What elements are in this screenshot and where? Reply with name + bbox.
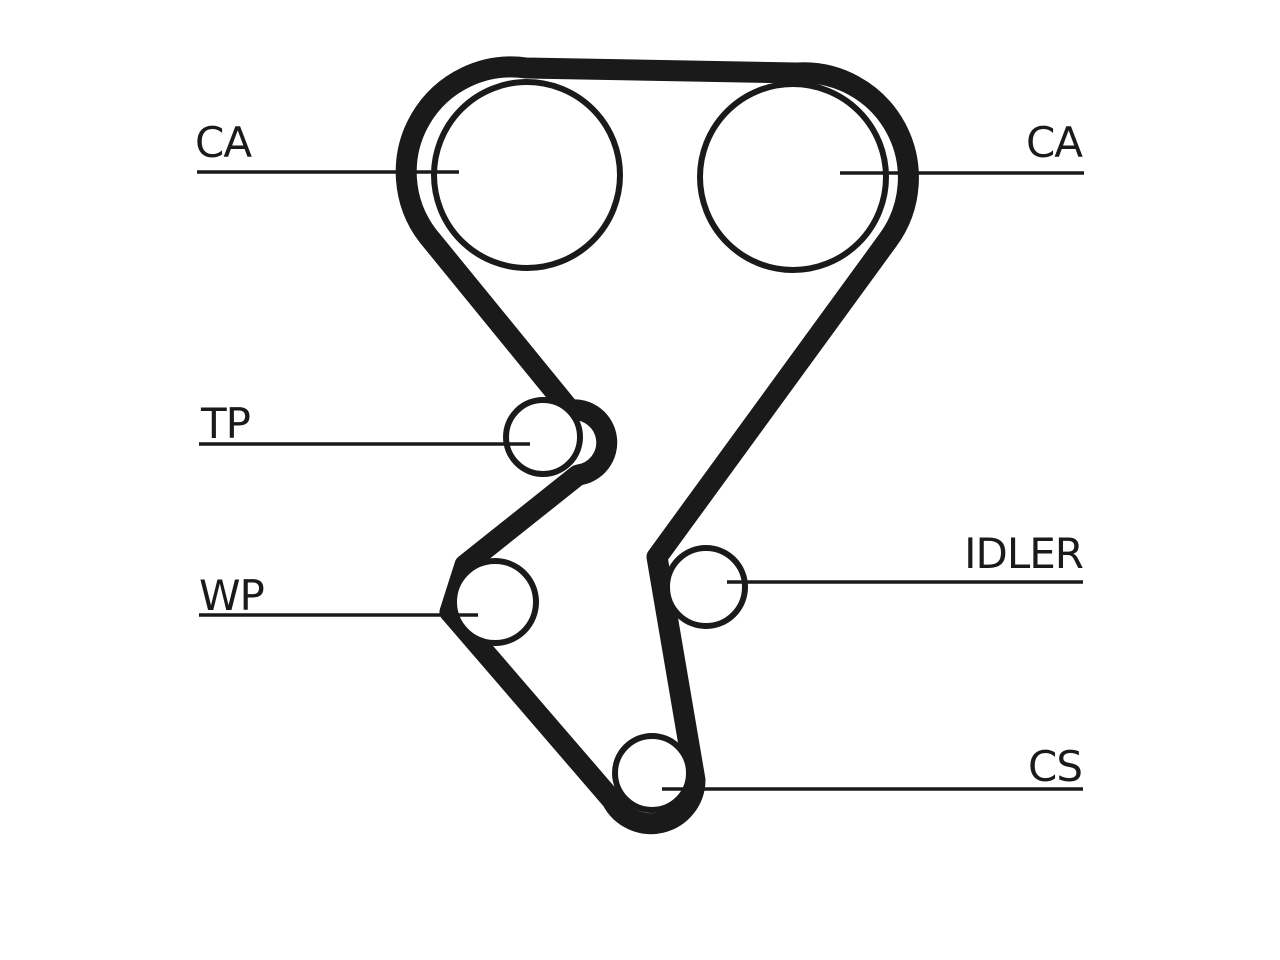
label-cam-right: CA (1026, 118, 1083, 167)
label-cam-left: CA (195, 118, 252, 167)
camshaft-pulley-left (431, 79, 623, 271)
camshaft-pulley-right (697, 81, 889, 273)
label-tensioner: TP (200, 399, 250, 448)
label-idler: IDLER (964, 529, 1083, 578)
tensioner-pulley (503, 397, 583, 477)
label-water-pump: WP (199, 571, 264, 620)
crankshaft-pulley (612, 733, 692, 813)
label-crankshaft: CS (1028, 742, 1082, 791)
idler-pulley (664, 545, 748, 629)
water-pump-pulley (451, 558, 539, 646)
